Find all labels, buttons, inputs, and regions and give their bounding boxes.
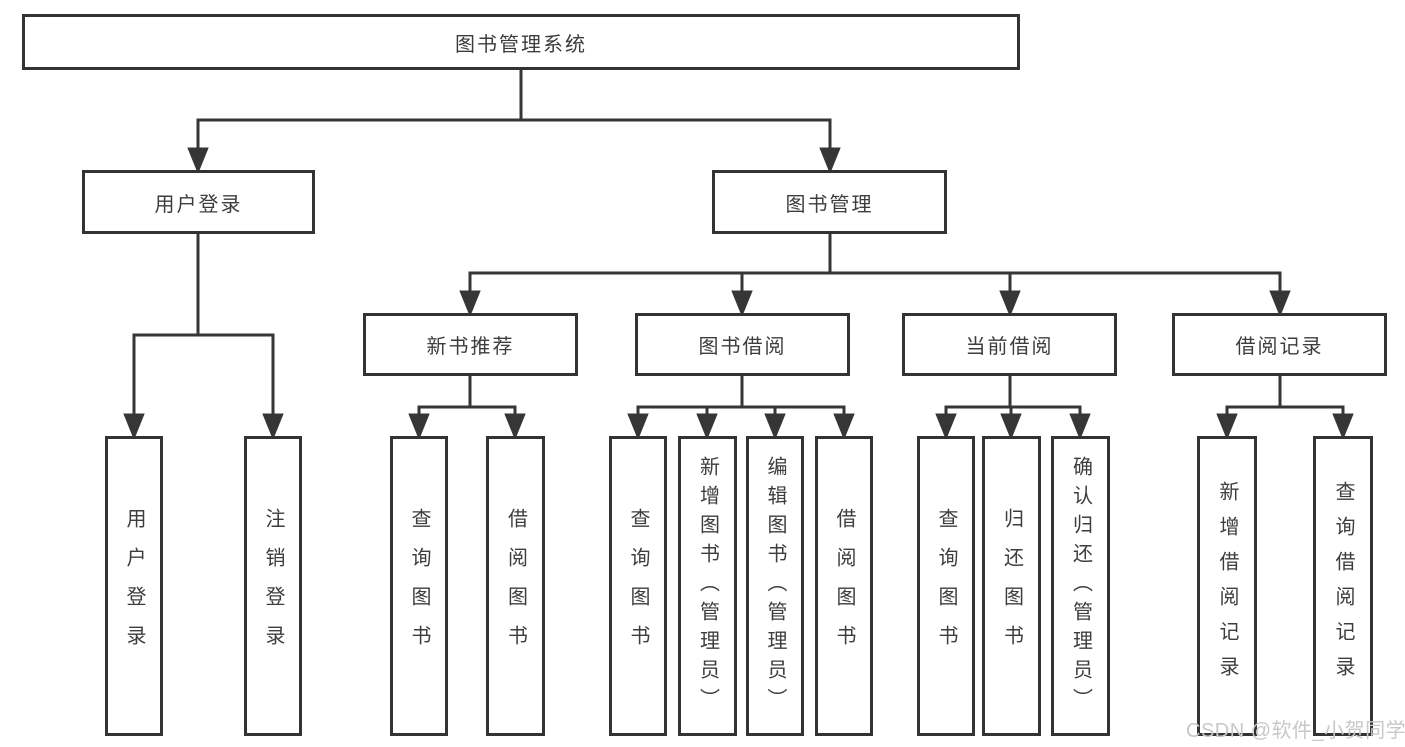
leaf-manage-query-books: 查询图书: [609, 436, 667, 736]
csdn-watermark: CSDN @软件_小贺同学: [1186, 720, 1405, 742]
leaf-label: 查询图书: [935, 508, 957, 664]
leaf-label: 用户登录: [123, 508, 145, 664]
node-current-borrow: 当前借阅: [902, 313, 1117, 376]
leaf-records-add-record: 新增借阅记录: [1197, 436, 1257, 736]
leaf-logout-login: 注销登录: [244, 436, 302, 736]
leaf-manage-add-books: 新增图书（管理员）: [678, 436, 737, 736]
leaf-label: 注销登录: [262, 508, 284, 664]
leaf-recommend-borrow-books: 借阅图书: [486, 436, 545, 736]
node-new-book-recommend: 新书推荐: [363, 313, 578, 376]
leaf-label: 借阅图书: [504, 508, 527, 664]
leaf-label: 确认归还（管理员）: [1069, 455, 1092, 717]
node-label: 图书管理: [785, 193, 874, 216]
node-label: 用户登录: [154, 193, 243, 216]
leaf-current-query-books: 查询图书: [917, 436, 975, 736]
leaf-label: 查询图书: [408, 508, 430, 664]
leaf-label: 借阅图书: [833, 508, 855, 664]
node-label: 当前借阅: [965, 336, 1054, 358]
node-borrow-records: 借阅记录: [1172, 313, 1387, 376]
leaf-label: 查询借阅记录: [1332, 481, 1354, 691]
leaf-current-return-books: 归还图书: [982, 436, 1041, 736]
leaf-label: 新增图书（管理员）: [696, 455, 719, 717]
leaf-user-login: 用户登录: [105, 436, 163, 736]
node-label: 图书借阅: [698, 336, 787, 358]
node-library-management-system: 图书管理系统: [22, 14, 1020, 70]
node-user-login: 用户登录: [82, 170, 315, 234]
leaf-records-query-record: 查询借阅记录: [1313, 436, 1373, 736]
leaf-label: 查询图书: [627, 508, 649, 664]
leaf-label: 新增借阅记录: [1216, 481, 1238, 691]
node-book-management: 图书管理: [712, 170, 947, 234]
node-label: 图书管理系统: [455, 33, 587, 56]
leaf-label: 归还图书: [1000, 508, 1023, 664]
node-label: 新书推荐: [426, 336, 515, 358]
node-book-borrow: 图书借阅: [635, 313, 850, 376]
leaf-manage-edit-books: 编辑图书（管理员）: [746, 436, 804, 736]
leaf-manage-borrow-books: 借阅图书: [815, 436, 873, 736]
leaf-recommend-query-books: 查询图书: [390, 436, 448, 736]
leaf-current-confirm-return: 确认归还（管理员）: [1051, 436, 1110, 736]
leaf-label: 编辑图书（管理员）: [764, 455, 786, 717]
node-label: 借阅记录: [1235, 336, 1324, 358]
